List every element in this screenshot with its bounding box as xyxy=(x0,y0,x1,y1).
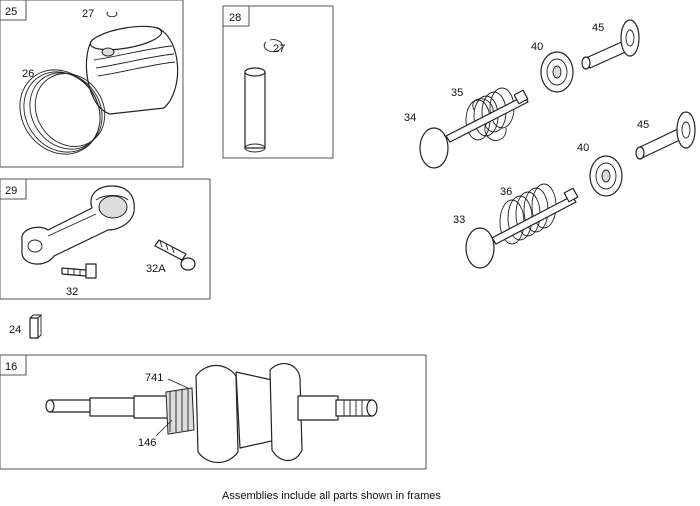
frame-connecting-rod: 29 32A 32 xyxy=(0,178,211,300)
label-key: 24 xyxy=(9,324,21,336)
frame-piston-pin: 28 27 xyxy=(222,5,334,159)
label-spring-retainer-bottom: 40 xyxy=(577,142,589,154)
frame-number-pin: 28 xyxy=(229,12,241,24)
pin-clip-icon xyxy=(263,39,283,53)
spring-retainer-bottom-icon xyxy=(589,155,623,197)
label-valve-spring-top: 35 xyxy=(451,87,463,99)
label-crank-gear-top: 741 xyxy=(145,372,163,384)
label-valve-guide-top: 45 xyxy=(592,22,604,34)
label-valve-bottom: 33 xyxy=(453,214,465,226)
piston-icon xyxy=(85,25,179,115)
frame-number-rod: 29 xyxy=(5,185,17,197)
key-icon xyxy=(29,313,43,339)
valve-guide-bottom-icon xyxy=(635,111,696,160)
valve-top-icon xyxy=(419,89,529,169)
frame-number-piston: 25 xyxy=(5,6,17,18)
label-retaining-clip: 27 xyxy=(82,8,94,20)
label-piston-rings: 26 xyxy=(22,68,34,80)
frame-crankshaft: 16 741 146 xyxy=(0,354,427,470)
frame-piston: 25 27 26 xyxy=(0,0,184,168)
spring-retainer-top-icon xyxy=(540,51,574,93)
footer-note: Assemblies include all parts shown in fr… xyxy=(222,490,441,502)
valve-bottom-icon xyxy=(465,187,579,269)
label-valve-spring-bottom: 36 xyxy=(500,186,512,198)
label-valve-top: 34 xyxy=(404,112,416,124)
connecting-rod-icon xyxy=(21,185,135,265)
piston-pin-icon xyxy=(244,67,266,153)
retaining-clip-icon xyxy=(106,11,118,18)
valve-guide-top-icon xyxy=(581,19,640,70)
label-rod-bolt-a: 32A xyxy=(146,263,166,275)
rod-bolt-a-icon xyxy=(154,239,196,271)
frame-number-crank: 16 xyxy=(5,361,17,373)
piston-rings-icon xyxy=(19,69,106,155)
label-crank-gear: 146 xyxy=(138,437,156,449)
label-spring-retainer-top: 40 xyxy=(531,41,543,53)
label-rod-bolt: 32 xyxy=(66,286,78,298)
label-valve-guide-bottom: 45 xyxy=(637,119,649,131)
rod-bolt-icon xyxy=(61,263,97,279)
crankshaft-icon xyxy=(45,362,378,464)
label-pin-clip: 27 xyxy=(273,43,285,55)
